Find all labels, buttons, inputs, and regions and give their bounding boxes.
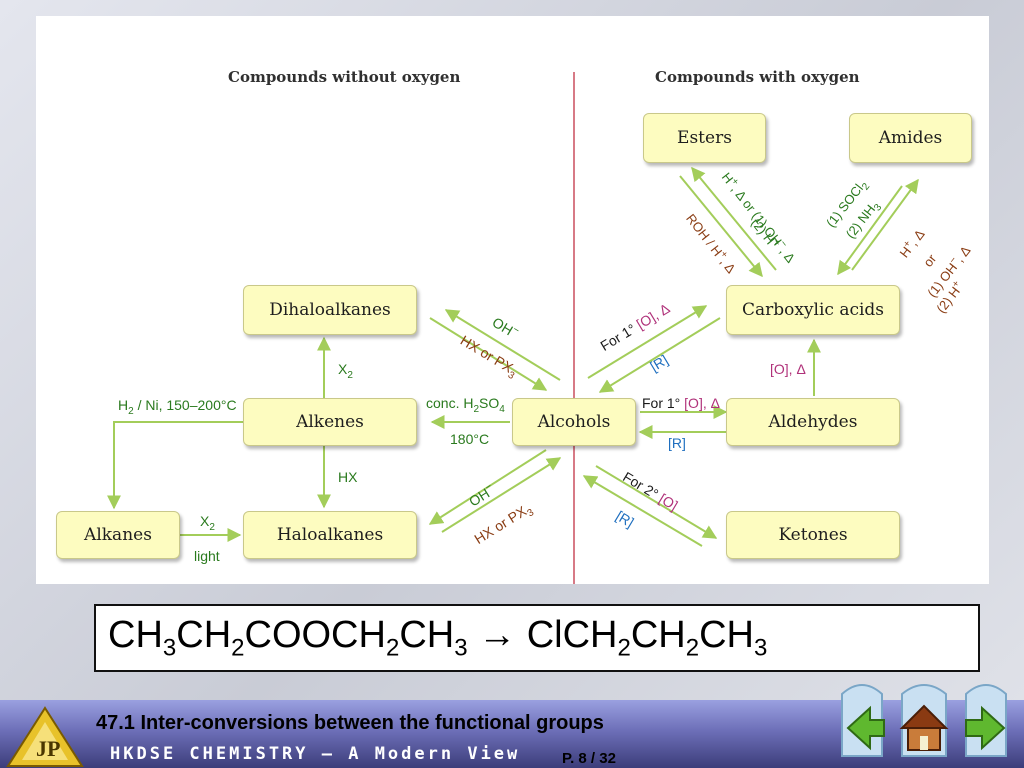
arrow-carboxylic-to-alcohols <box>598 317 721 393</box>
arrow-carboxylic-to-amides <box>851 178 919 271</box>
heading-with-oxygen: Compounds with oxygen <box>655 68 860 86</box>
box-haloalkanes: Haloalkanes <box>243 511 417 559</box>
conversion-formula: CH3CH2COOCH2CH3 → ClCH2CH2CH3 <box>108 613 768 662</box>
svg-text:JP: JP <box>36 736 60 761</box>
box-amides: Amides <box>849 113 972 163</box>
label-light: light <box>194 548 220 564</box>
footer-subtitle: HKDSE CHEMISTRY — A Modern View <box>110 744 521 764</box>
back-arrow-icon[interactable] <box>834 680 890 760</box>
label-for1-aldehydes: For 1° [O], Δ <box>642 395 720 411</box>
label-o-delta: [O], Δ <box>770 361 806 377</box>
label-hx: HX <box>338 469 358 485</box>
arrow-carboxylic-to-esters <box>691 166 777 271</box>
label-180c: 180°C <box>450 431 490 447</box>
box-alkenes: Alkenes <box>243 398 417 446</box>
publisher-logo-icon: JP <box>6 706 84 767</box>
reaction-arrows <box>107 166 919 547</box>
box-carboxylic-acids: Carboxylic acids <box>726 285 900 335</box>
arrow-alkenes-to-alkanes <box>107 421 243 510</box>
arrow-alcohols-to-haloalkanes <box>428 449 547 525</box>
arrow-amides-to-carboxylic <box>837 185 903 276</box>
label-r-aldehydes: [R] <box>668 435 686 451</box>
label-x2-dihalo: X2 <box>338 361 353 381</box>
home-icon[interactable] <box>894 680 954 760</box>
section-divider <box>573 72 575 584</box>
arrow-alcohols-to-ketones <box>595 465 718 539</box>
page-number: P. 8 / 32 <box>562 750 616 767</box>
arrow-dihalo-to-alcohols <box>429 317 548 391</box>
box-dihaloalkanes: Dihaloalkanes <box>243 285 417 335</box>
label-h2-ni: H2 / Ni, 150–200°C <box>118 397 237 417</box>
conversion-question-box: CH3CH2COOCH2CH3 → ClCH2CH2CH3 <box>94 604 980 672</box>
forward-arrow-icon[interactable] <box>958 680 1014 760</box>
label-x2-light: X2 <box>200 513 215 533</box>
heading-without-oxygen: Compounds without oxygen <box>228 68 461 86</box>
box-aldehydes: Aldehydes <box>726 398 900 446</box>
arrow-alcohols-to-carboxylic <box>587 305 708 379</box>
box-alkanes: Alkanes <box>56 511 180 559</box>
arrow-haloalkanes-to-alcohols <box>441 457 562 533</box>
arrow-esters-to-carboxylic <box>679 175 763 278</box>
box-esters: Esters <box>643 113 766 163</box>
box-ketones: Ketones <box>726 511 900 559</box>
arrow-ketones-to-alcohols <box>582 475 703 547</box>
box-alcohols: Alcohols <box>512 398 636 446</box>
label-conc-h2so4: conc. H2SO4 <box>426 395 505 415</box>
arrow-alcohols-to-dihalo <box>444 309 561 381</box>
footer-title: 47.1 Inter-conversions between the funct… <box>96 712 604 734</box>
